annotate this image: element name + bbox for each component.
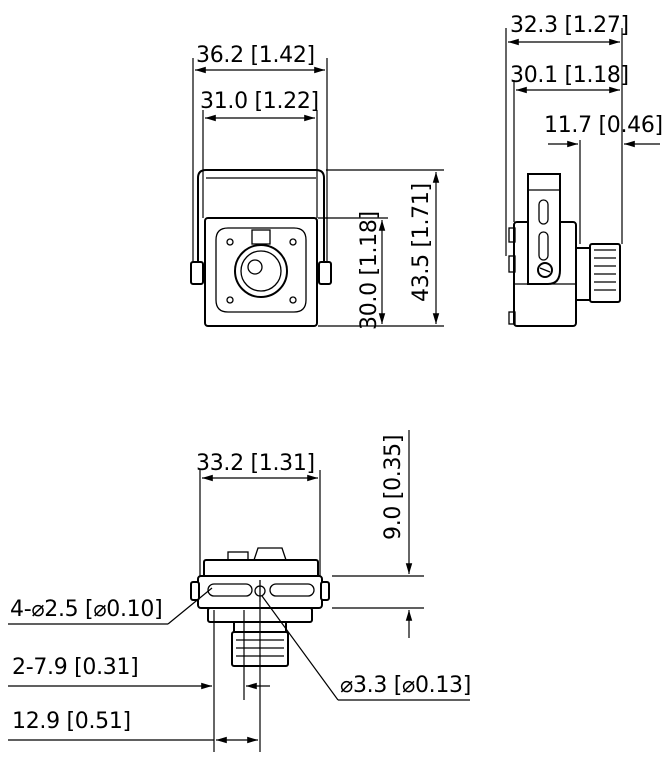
bracket-slot-upper — [538, 199, 549, 225]
bracket-slot-lower — [538, 231, 549, 261]
hole-offset-label: 12.9 [0.51] — [12, 709, 131, 734]
lens-mount — [575, 247, 591, 301]
front-view: 36.2 [1.42] 31.0 [1.22] 30.0 [1.18] 43.5… — [190, 43, 444, 330]
bottom-view: 33.2 [1.31] 9.0 [0.35] 4-⌀2.5 [⌀0.10] ⌀3… — [8, 430, 471, 752]
front-inner-width-label: 31.0 [1.22] — [200, 89, 319, 114]
slot-holes-label: 4-⌀2.5 [⌀0.10] — [10, 597, 162, 622]
right-screw-icon — [318, 261, 332, 285]
side-lens-length-label: 11.7 [0.46] — [544, 113, 663, 138]
bottom-connector-left — [227, 551, 249, 561]
side-bracket — [527, 173, 561, 285]
slot-spacing-label: 2-7.9 [0.31] — [12, 655, 138, 680]
mount-slot-right — [269, 583, 315, 597]
front-outer-width-label: 36.2 [1.42] — [196, 43, 315, 68]
side-body-depth-label: 30.1 [1.18] — [510, 63, 629, 88]
side-total-depth-label: 32.3 [1.27] — [510, 13, 629, 38]
lens-inner — [240, 250, 282, 292]
bottom-width-label: 33.2 [1.31] — [196, 451, 315, 476]
side-lens-barrel — [589, 243, 621, 303]
bottom-offset-label: 9.0 [0.35] — [381, 435, 406, 540]
left-screw-icon — [190, 261, 204, 285]
bottom-right-screw-icon — [320, 581, 330, 601]
mount-slot-left — [207, 583, 253, 597]
bottom-left-screw-icon — [190, 581, 200, 601]
center-hole-label: ⌀3.3 [⌀0.13] — [340, 673, 471, 698]
front-body-height-label: 30.0 [1.18] — [357, 211, 382, 330]
front-total-height-label: 43.5 [1.71] — [409, 183, 434, 302]
side-view: 32.3 [1.27] 30.1 [1.18] 11.7 [0.46] — [505, 13, 663, 327]
